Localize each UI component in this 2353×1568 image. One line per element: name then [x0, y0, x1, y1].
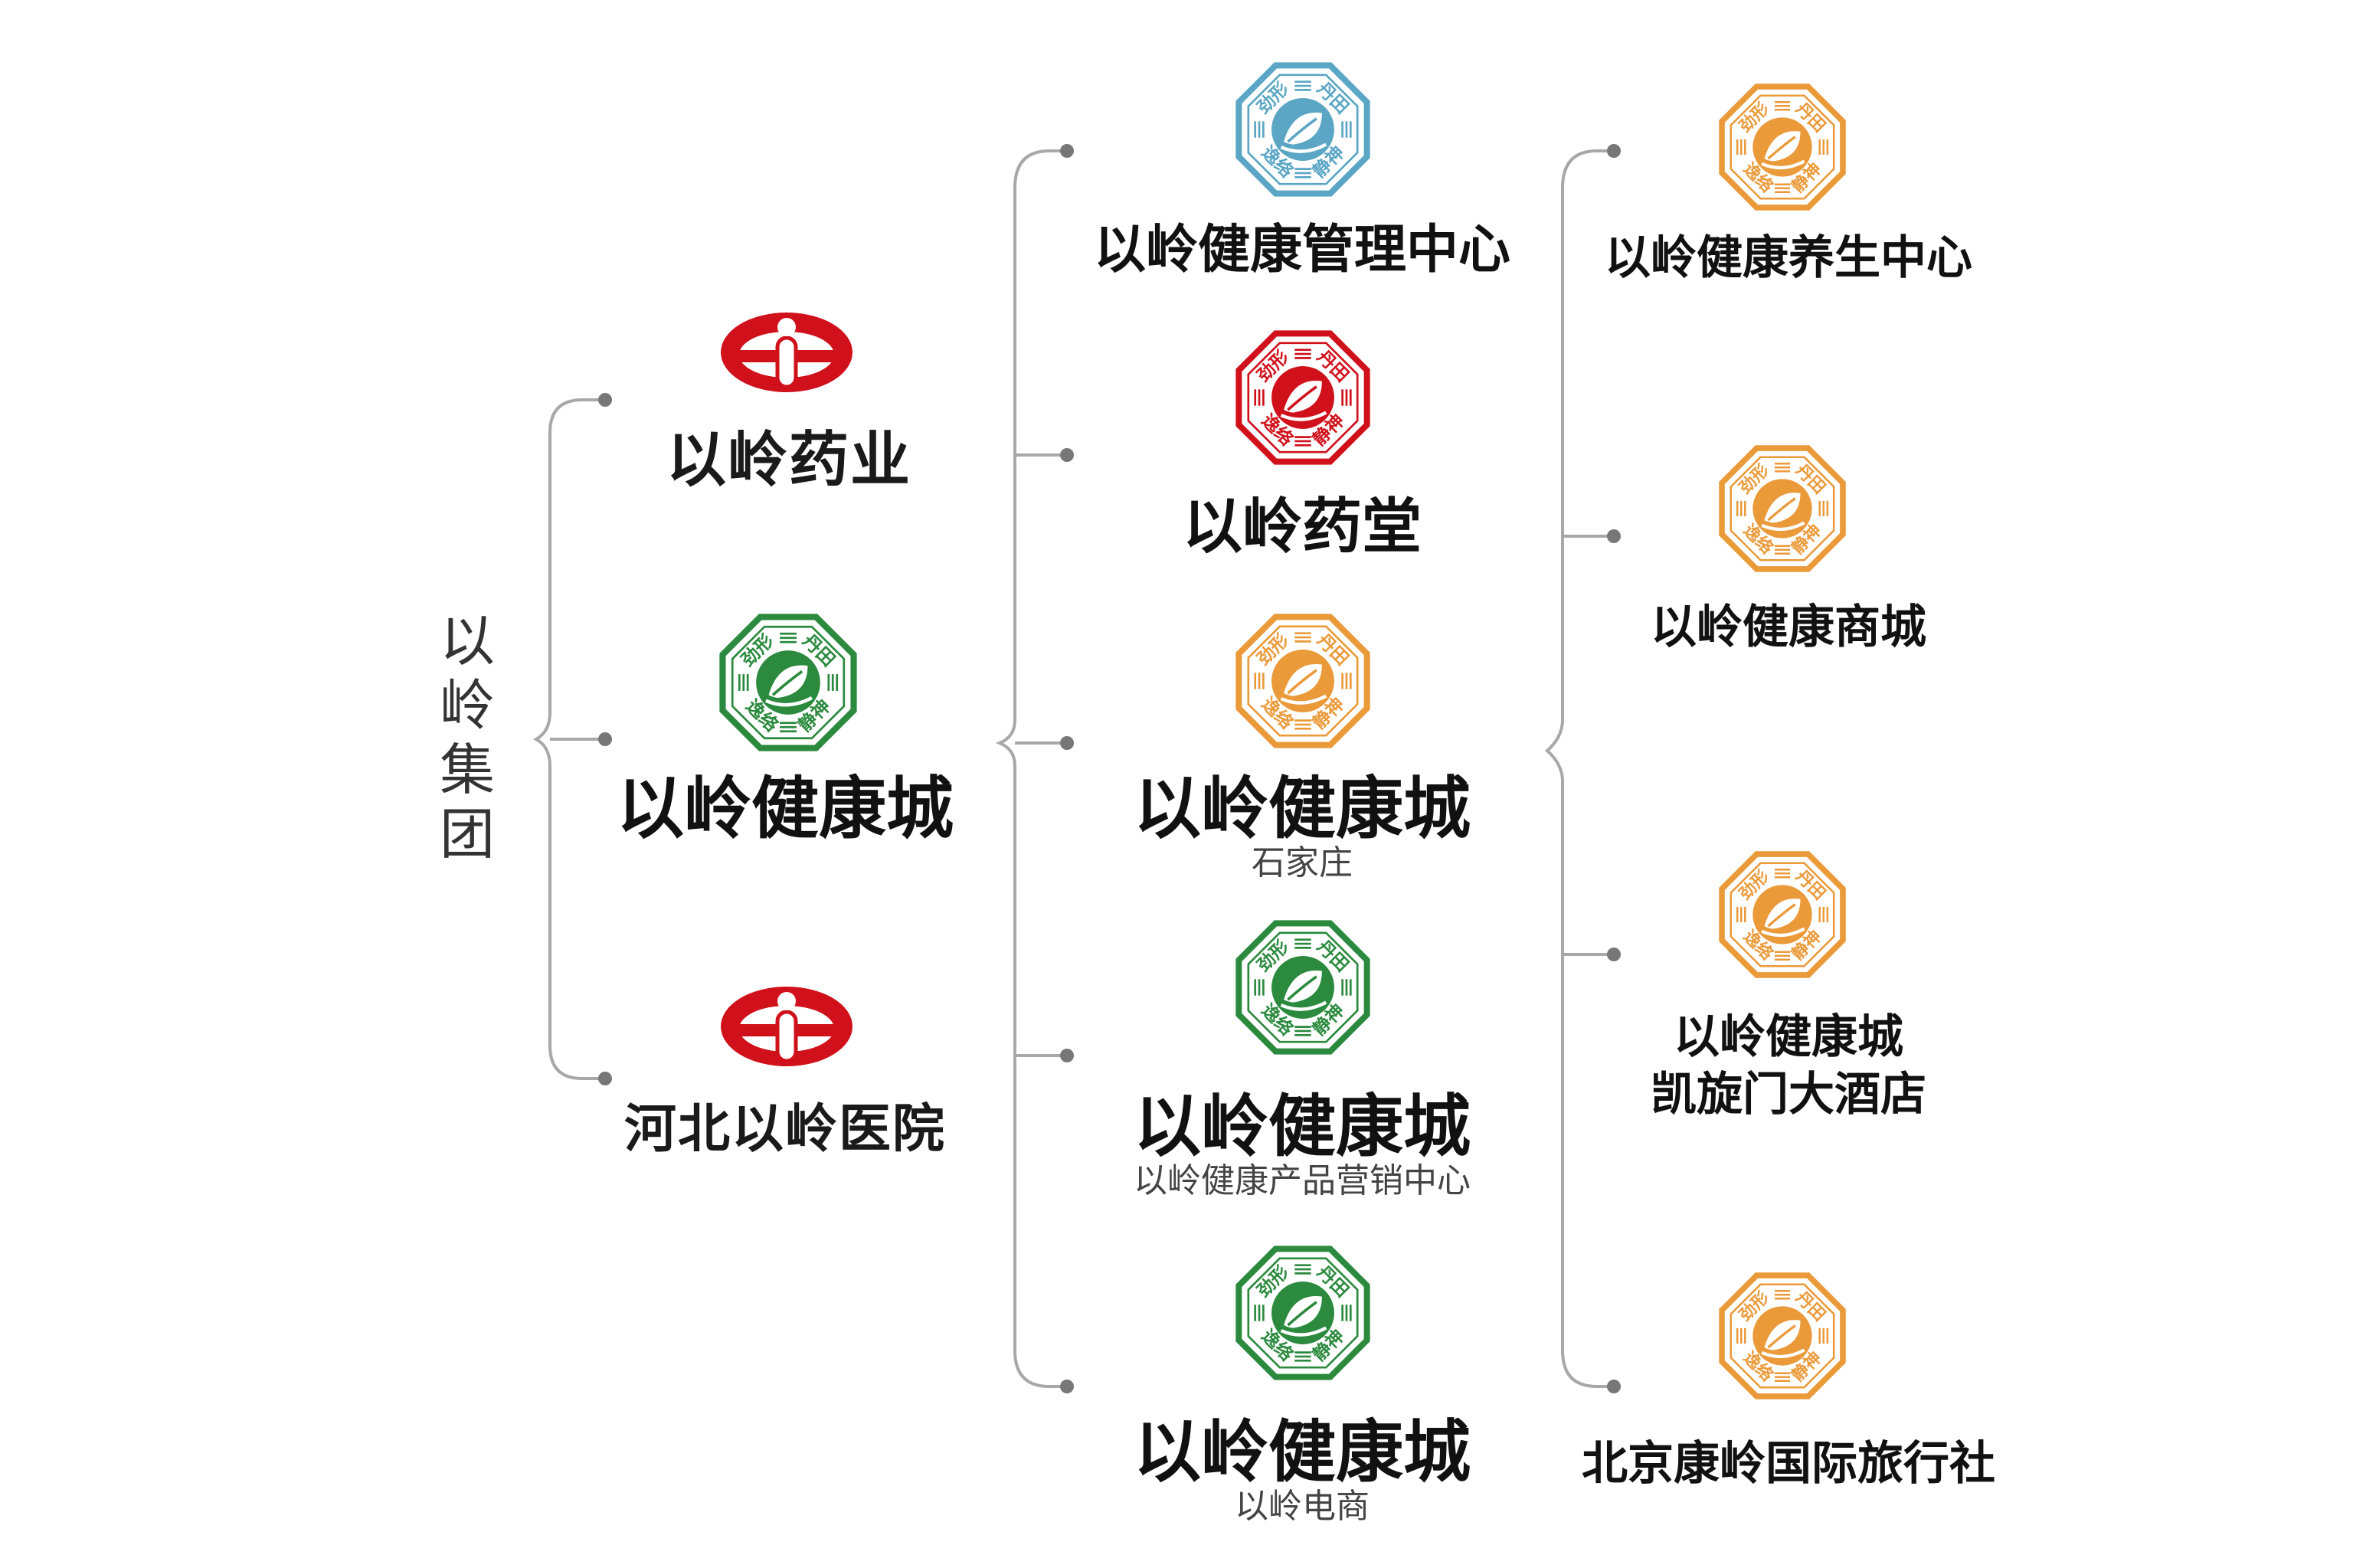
- level2-title-ecommerce: 以岭健康城: [1133, 1412, 1471, 1491]
- level2-title-marketing: 以岭健康城: [1133, 1086, 1471, 1166]
- level3-title-mall: 以岭健康商城: [1651, 601, 1926, 654]
- ecommerce-green-emblem-icon: 劲形丹田逸络静神: [1235, 1245, 1371, 1381]
- management-center-teal-emblem-icon: 劲形丹田逸络静神: [1235, 61, 1371, 198]
- root-title: 以岭集团: [433, 609, 502, 866]
- level3-title-wellness: 以岭健康养生中心: [1605, 231, 1972, 285]
- level2-subtitle-shijiazhuang: 石家庄: [1252, 843, 1353, 882]
- connector-dot: [1060, 1049, 1074, 1062]
- yiling-hospital-logo-icon: [718, 984, 856, 1069]
- medicine-hall-red-emblem-icon: 劲形丹田逸络静神: [1235, 329, 1371, 466]
- connector-dot: [598, 1072, 612, 1085]
- connector-dot: [1060, 736, 1074, 750]
- connector-dot: [598, 393, 612, 407]
- connector-dot: [1060, 144, 1074, 158]
- marketing-center-green-emblem-icon: 劲形丹田逸络静神: [1235, 919, 1371, 1056]
- level1-title-pharma: 以岭药业: [666, 426, 912, 495]
- level1-title-hospital: 河北以岭医院: [623, 1099, 947, 1160]
- level2-subtitle-marketing: 以岭健康产品营销中心: [1134, 1161, 1471, 1200]
- connector-dot: [1060, 448, 1074, 462]
- travel-agency-orange-emblem-icon: 劲形丹田逸络静神: [1718, 1272, 1847, 1400]
- root-title-text: 以岭集团: [439, 609, 495, 866]
- hotel-orange-emblem-icon: 劲形丹田逸络静神: [1718, 850, 1847, 979]
- level1-title-health-city: 以岭健康城: [616, 768, 954, 848]
- wellness-center-orange-emblem-icon: 劲形丹田逸络静神: [1718, 83, 1847, 211]
- connector-dot: [1607, 144, 1621, 158]
- level2-title-management: 以岭健康管理中心: [1093, 219, 1511, 280]
- bracket-level2: [1545, 149, 1614, 1388]
- health-mall-orange-emblem-icon: 劲形丹田逸络静神: [1718, 444, 1847, 573]
- level3-title-travel: 北京康岭国际旅行社: [1582, 1437, 1995, 1491]
- level2-title-shijiazhuang: 以岭健康城: [1133, 768, 1471, 848]
- level2-title-medicine-hall: 以岭药堂: [1182, 492, 1422, 561]
- level3-title-hotel: 以岭健康城: [1674, 1010, 1903, 1064]
- level3-title-hotel-line2: 凯旋门大酒店: [1651, 1068, 1926, 1121]
- connector-dot: [1607, 1380, 1621, 1393]
- connector-dot: [1060, 1380, 1074, 1393]
- health-city-green-emblem-icon: 劲形丹田逸络静神: [718, 613, 858, 752]
- connector-dot: [1607, 948, 1621, 961]
- bracket-level1: [995, 149, 1067, 1388]
- shijiazhuang-orange-emblem-icon: 劲形丹田逸络静神: [1235, 613, 1371, 749]
- level2-subtitle-ecommerce: 以岭电商: [1235, 1487, 1370, 1526]
- connector-dot: [1607, 529, 1621, 543]
- bracket-root: [532, 398, 605, 1080]
- yiling-pharma-logo-icon: [718, 310, 856, 394]
- connector-dot: [598, 732, 612, 746]
